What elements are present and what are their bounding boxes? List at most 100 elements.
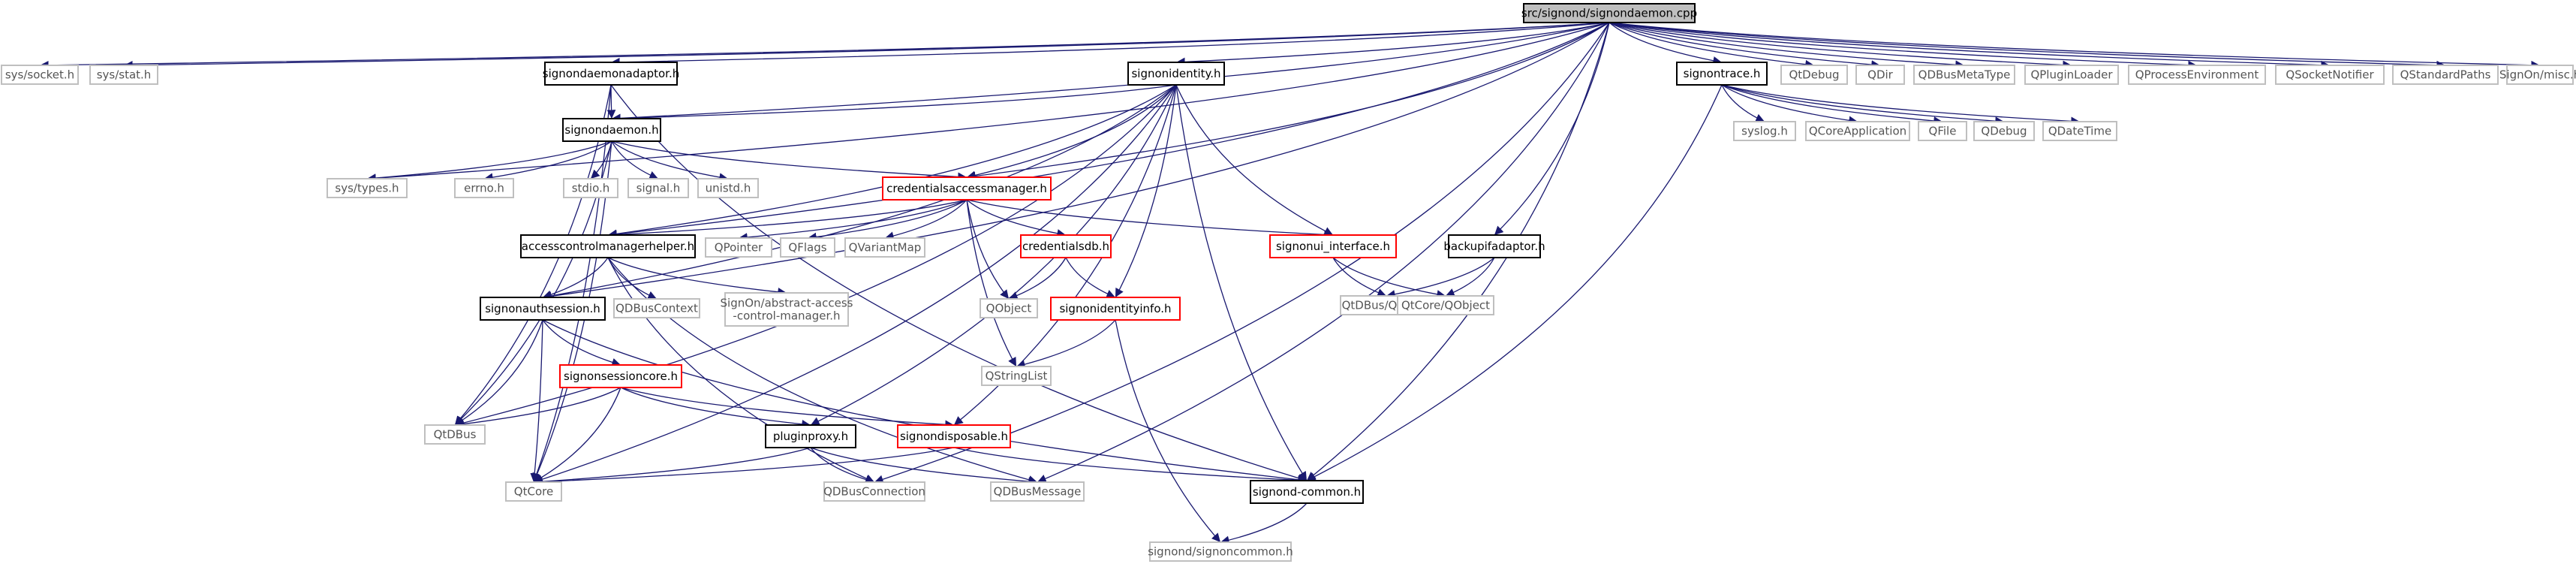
node-box <box>1973 121 2035 141</box>
node-label: QDateTime <box>2048 125 2111 138</box>
edge-trace-to-qdatetime <box>1721 84 2081 126</box>
node-label: signonidentity.h <box>1131 67 1220 80</box>
edge-credmgr-to-creddb <box>966 199 1067 238</box>
node-box <box>724 292 849 327</box>
node-qtdbus: QtDBus <box>424 424 486 445</box>
node-identityinfo[interactable]: signonidentityinfo.h <box>1050 297 1181 321</box>
node-label: stdio.h <box>572 182 610 195</box>
node-box <box>765 424 856 448</box>
edge-pluginproxy-to-qtcore <box>533 447 811 487</box>
node-label: sys/stat.h <box>97 68 152 82</box>
node-label: QVariantMap <box>849 241 922 255</box>
node-label: QCoreApplication <box>1809 125 1906 138</box>
node-authsession[interactable]: signonauthsession.h <box>480 297 606 321</box>
edge-acm-to-qdbuscontext <box>607 257 658 300</box>
edge-identityinfo-to-signoncommon <box>1115 319 1221 543</box>
edge-disposable-to-qtcore <box>533 447 955 487</box>
node-box <box>981 366 1052 386</box>
edge-disposable-to-common <box>953 447 1308 485</box>
edge-trace-to-qfile <box>1721 84 1943 125</box>
node-credmgr[interactable]: credentialsaccessmanager.h <box>882 176 1052 201</box>
node-box <box>823 481 925 502</box>
node-sessioncore[interactable]: signonsessioncore.h <box>559 364 682 388</box>
node-label: signal.h <box>636 182 681 195</box>
node-box <box>1855 65 1905 85</box>
node-box <box>844 237 925 258</box>
node-qobject: QObject <box>980 298 1038 318</box>
edge-credmgr-to-qflags <box>807 199 968 242</box>
node-ui_iface[interactable]: signonui_interface.h <box>1269 234 1397 258</box>
node-box <box>1676 62 1768 86</box>
node-box <box>1805 121 1910 141</box>
node-label: signonidentityinfo.h <box>1059 302 1171 315</box>
node-label: QPluginLoader <box>2030 68 2113 82</box>
edge-root-to-qdbusmessage <box>1037 22 1610 483</box>
edge-identityinfo-to-qstringlist <box>1016 319 1116 369</box>
edge-identity-to-daemon <box>611 84 1177 123</box>
node-qtcore: QtCore <box>505 481 562 502</box>
node-qsocketnotifier: QSocketNotifier <box>2275 65 2385 85</box>
node-sys_socket: sys/socket.h <box>1 65 79 85</box>
node-daemonadaptor[interactable]: signondaemonadaptor.h <box>543 62 679 86</box>
edge-authsession-to-sessioncore <box>542 319 621 367</box>
edge-root-to-qsocketnotifier <box>1608 22 2331 70</box>
edge-acm-to-qdbusmessage <box>607 257 1038 484</box>
node-creddb[interactable]: credentialsdb.h <box>1020 234 1112 258</box>
edge-root-to-daemon <box>611 22 1610 123</box>
node-disposable[interactable]: signondisposable.h <box>897 424 1011 448</box>
node-label: QObject <box>986 302 1032 315</box>
node-box <box>1149 541 1292 562</box>
node-identity[interactable]: signonidentity.h <box>1127 62 1225 86</box>
node-label: QDebug <box>1981 125 2027 138</box>
edge-root-to-trace <box>1608 22 1723 65</box>
edge-backup-to-qdbus_qdbus <box>1386 257 1495 299</box>
node-label: backupifadaptor.h <box>1443 240 1545 253</box>
edge-root-to-qtdebug <box>1608 22 1815 69</box>
node-label: QDBusMetaType <box>1918 68 2011 82</box>
node-root[interactable]: src/signond/signondaemon.cpp <box>1521 3 1697 23</box>
node-label: signondaemon.h <box>564 123 658 137</box>
edge-identity-to-common <box>1175 84 1308 481</box>
edge-creddb-to-identityinfo <box>1065 257 1116 298</box>
node-signoncommon: signond/signoncommon.h <box>1148 541 1293 562</box>
edge-daemon-to-unistd <box>611 140 729 182</box>
edge-ui_iface-to-qtcore_qobject <box>1332 257 1446 299</box>
node-qdbusmessage: QDBusMessage <box>990 481 1085 502</box>
edge-sessioncore-to-qtdbus <box>454 387 621 429</box>
node-pluginproxy[interactable]: pluginproxy.h <box>765 424 856 448</box>
node-errno: errno.h <box>454 178 514 198</box>
node-qfile: QFile <box>1918 121 1967 141</box>
node-label: QDBusConnection <box>823 485 925 499</box>
edge-daemonadaptor-to-common <box>610 84 1308 483</box>
node-box <box>627 178 689 198</box>
node-label: QDBusContext <box>615 302 698 315</box>
node-common[interactable]: signond-common.h <box>1250 480 1364 504</box>
node-box <box>2024 65 2119 85</box>
edge-backup-to-qtcore_qobject <box>1445 257 1495 297</box>
edge-ui_iface-to-qdbus_qdbus <box>1332 257 1387 297</box>
node-box <box>1918 121 1967 141</box>
node-unistd: unistd.h <box>697 178 759 198</box>
node-label: QDBusMessage <box>994 485 1082 499</box>
node-label: syslog.h <box>1741 125 1788 138</box>
node-sys_types: sys/types.h <box>327 178 408 198</box>
edge-root-to-qdbusmetatype <box>1608 22 1965 70</box>
node-trace[interactable]: signontrace.h <box>1676 62 1768 86</box>
node-daemon[interactable]: signondaemon.h <box>562 118 661 142</box>
node-qprocenv: QProcessEnvironment <box>2128 65 2266 85</box>
node-backup[interactable]: backupifadaptor.h <box>1443 234 1545 258</box>
node-acm[interactable]: accesscontrolmanagerhelper.h <box>520 234 696 258</box>
node-qtdebug: QtDebug <box>1780 65 1848 85</box>
edge-pluginproxy-to-qdbusconnection <box>810 447 875 484</box>
node-label: QFile <box>1929 125 1957 138</box>
node-box <box>327 178 408 198</box>
edge-credmgr-to-ui_iface <box>966 199 1334 240</box>
node-signonmisc: SignOn/misc.h <box>2499 65 2576 85</box>
edge-root-to-backup <box>1494 22 1610 236</box>
edge-daemon-to-credmgr <box>611 140 968 182</box>
node-qtcore_qobject: QtCore/QObject <box>1397 295 1494 315</box>
edges-layer <box>39 22 2541 544</box>
node-box <box>1 65 79 85</box>
node-sys_stat: sys/stat.h <box>89 65 158 85</box>
